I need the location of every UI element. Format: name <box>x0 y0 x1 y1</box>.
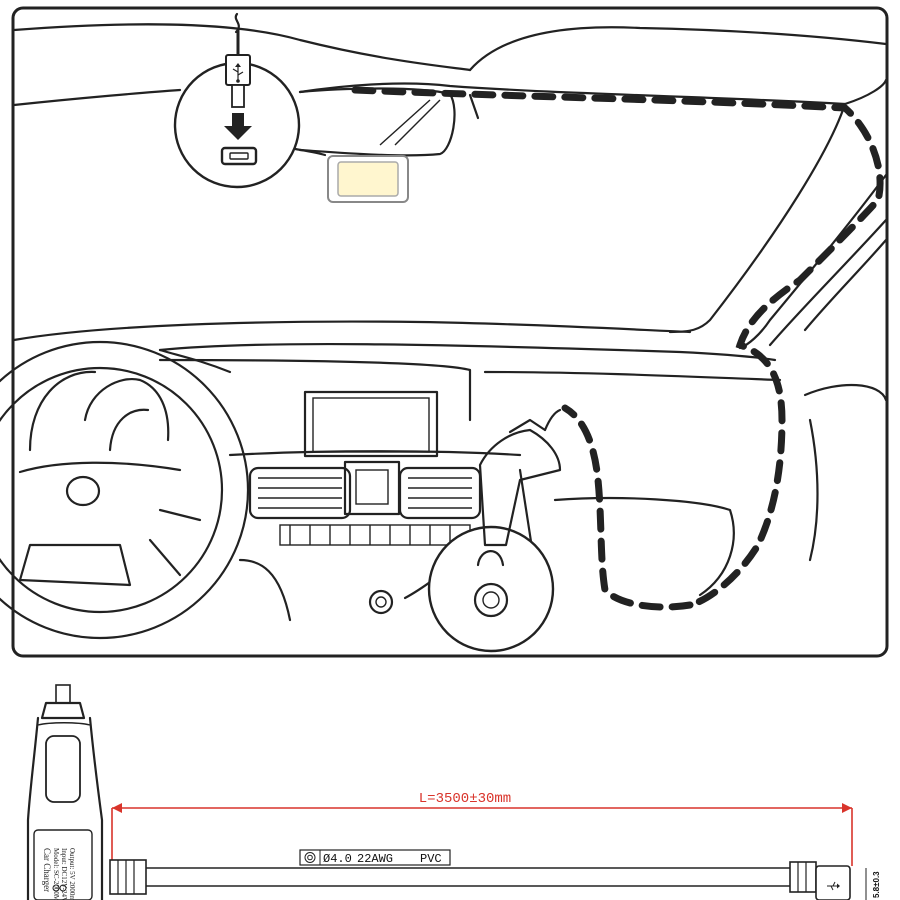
plug-dimension: 5.8±0.3 <box>872 871 881 898</box>
plugged-charger <box>478 428 562 547</box>
dashboard-top <box>12 320 692 342</box>
arrow-down-icon <box>224 113 252 140</box>
cable-route-top <box>351 86 884 609</box>
cable-length-label: L=3500±30mm <box>419 791 511 807</box>
charger-model: Model: SC-2000M <box>52 848 60 900</box>
roof-line <box>12 23 472 72</box>
cigarette-lighter-socket <box>368 589 394 615</box>
cable-spec-box: Ø4.0 22AWG PVC <box>299 849 451 866</box>
mini-usb-port-icon <box>220 146 258 166</box>
diameter-icon <box>304 852 316 863</box>
charger-title: Car Charger <box>42 848 52 892</box>
car-interior-scene <box>0 6 889 658</box>
cable-route-bottom <box>561 404 694 611</box>
instrument-gauges <box>28 370 170 452</box>
usb-icon <box>232 63 244 83</box>
charger-input: Input: DC12V-24V <box>60 848 68 900</box>
usb-icon <box>827 881 840 891</box>
cable-spec-drawing: L=3500±30mm Ø4.0 22AWG PVC Car Charger <box>26 684 881 900</box>
mini-usb-plug-end: 5.8±0.3 <box>789 861 881 900</box>
ce-mark-icon <box>52 884 67 892</box>
cable-gauge: 22AWG <box>357 852 393 866</box>
mini-usb-callout <box>173 12 327 189</box>
cable-diameter: Ø4.0 <box>323 852 352 866</box>
dash-cam <box>327 155 409 203</box>
charger-output: Output: 5V 2000mA <box>68 848 76 900</box>
charger-callout <box>403 408 562 653</box>
steering-wheel <box>0 340 250 640</box>
a-pillar <box>668 102 847 334</box>
cable-material: PVC <box>420 852 442 866</box>
car-charger-body: Car Charger Model: SC-2000M Input: DC12V… <box>26 684 147 900</box>
air-vents <box>248 460 482 520</box>
